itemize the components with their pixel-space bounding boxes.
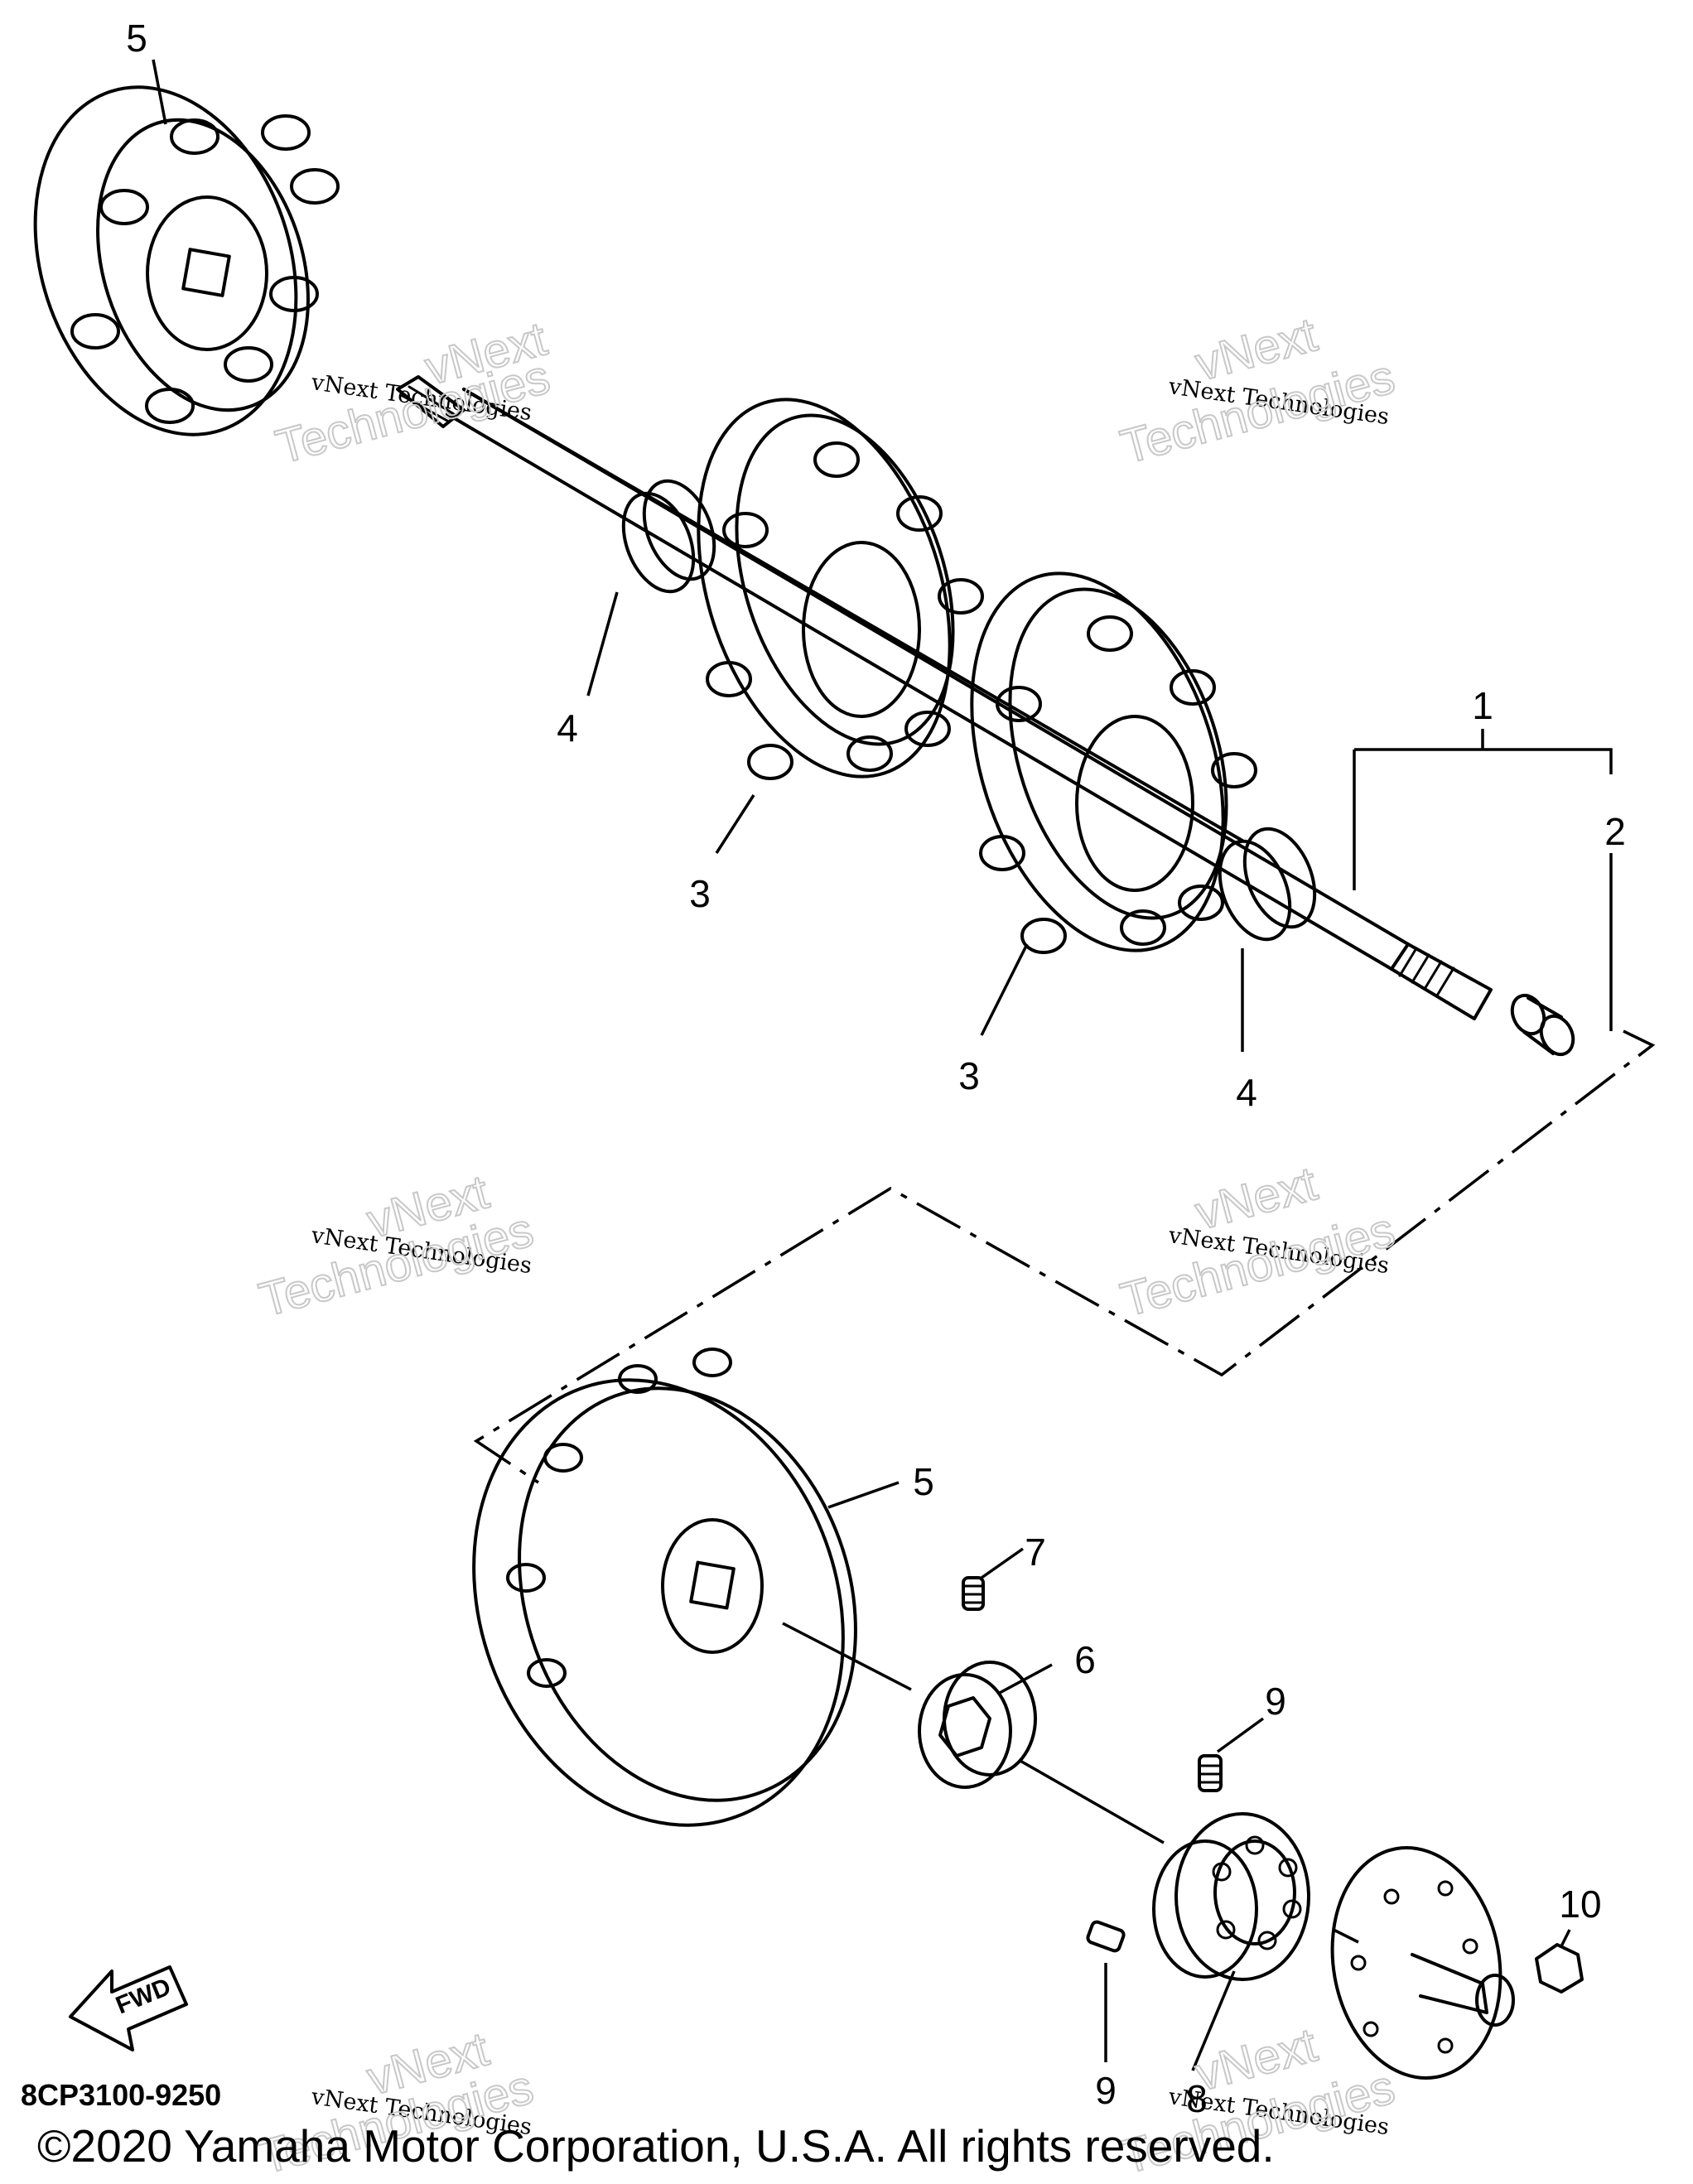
drive-sprocket-top [33,85,340,436]
copyright-notice: ©2020 Yamaha Motor Corporation, U.S.A. A… [37,2120,1275,2172]
callout-4-left: 4 [557,706,578,750]
callout-10: 10 [1559,1883,1601,1926]
callout-2: 2 [1604,810,1626,853]
watermark: vNext Technologies vNext Technologies vN… [253,306,1401,2184]
callout-4-right: 4 [1236,1071,1257,1114]
callout-3-left: 3 [689,872,711,915]
track-sprocket-right [970,571,1257,954]
phantom-line-upper [473,1029,1656,1484]
drive-sprocket-bottom [472,1348,857,1827]
flange-hub [1330,1846,1515,2080]
bearing-left [621,479,716,594]
drive-shaft [396,375,1493,1020]
callout-9-bottom: 9 [1095,2069,1117,2112]
callout-9-top: 9 [1265,1680,1286,1723]
svg-text:Technologies: Technologies [271,350,556,474]
bearing-8 [1152,1812,1310,1981]
set-screw-9-bottom [1086,1920,1126,1953]
part-code: 8CP3100-9250 [21,2078,221,2112]
fwd-arrow-icon: FWD [69,1965,188,2051]
set-screw-7 [962,1576,985,1611]
phantom-line-lower [782,1622,1359,1944]
callout-1: 1 [1472,684,1493,727]
callout-6: 6 [1074,1638,1096,1681]
leader-lines [152,59,1613,2071]
nut-10 [1535,1943,1584,1994]
track-sprocket-left [697,398,984,780]
callout-8: 8 [1186,2077,1208,2120]
callout-5-top: 5 [126,17,147,60]
callout-3-right: 3 [958,1054,980,1097]
bearing-right [1218,827,1317,942]
locking-collar-6 [918,1661,1037,1789]
set-screw-9-top [1198,1754,1223,1792]
callout-5-bottom: 5 [913,1460,934,1503]
callout-7: 7 [1025,1531,1046,1574]
collar [1510,993,1575,1057]
